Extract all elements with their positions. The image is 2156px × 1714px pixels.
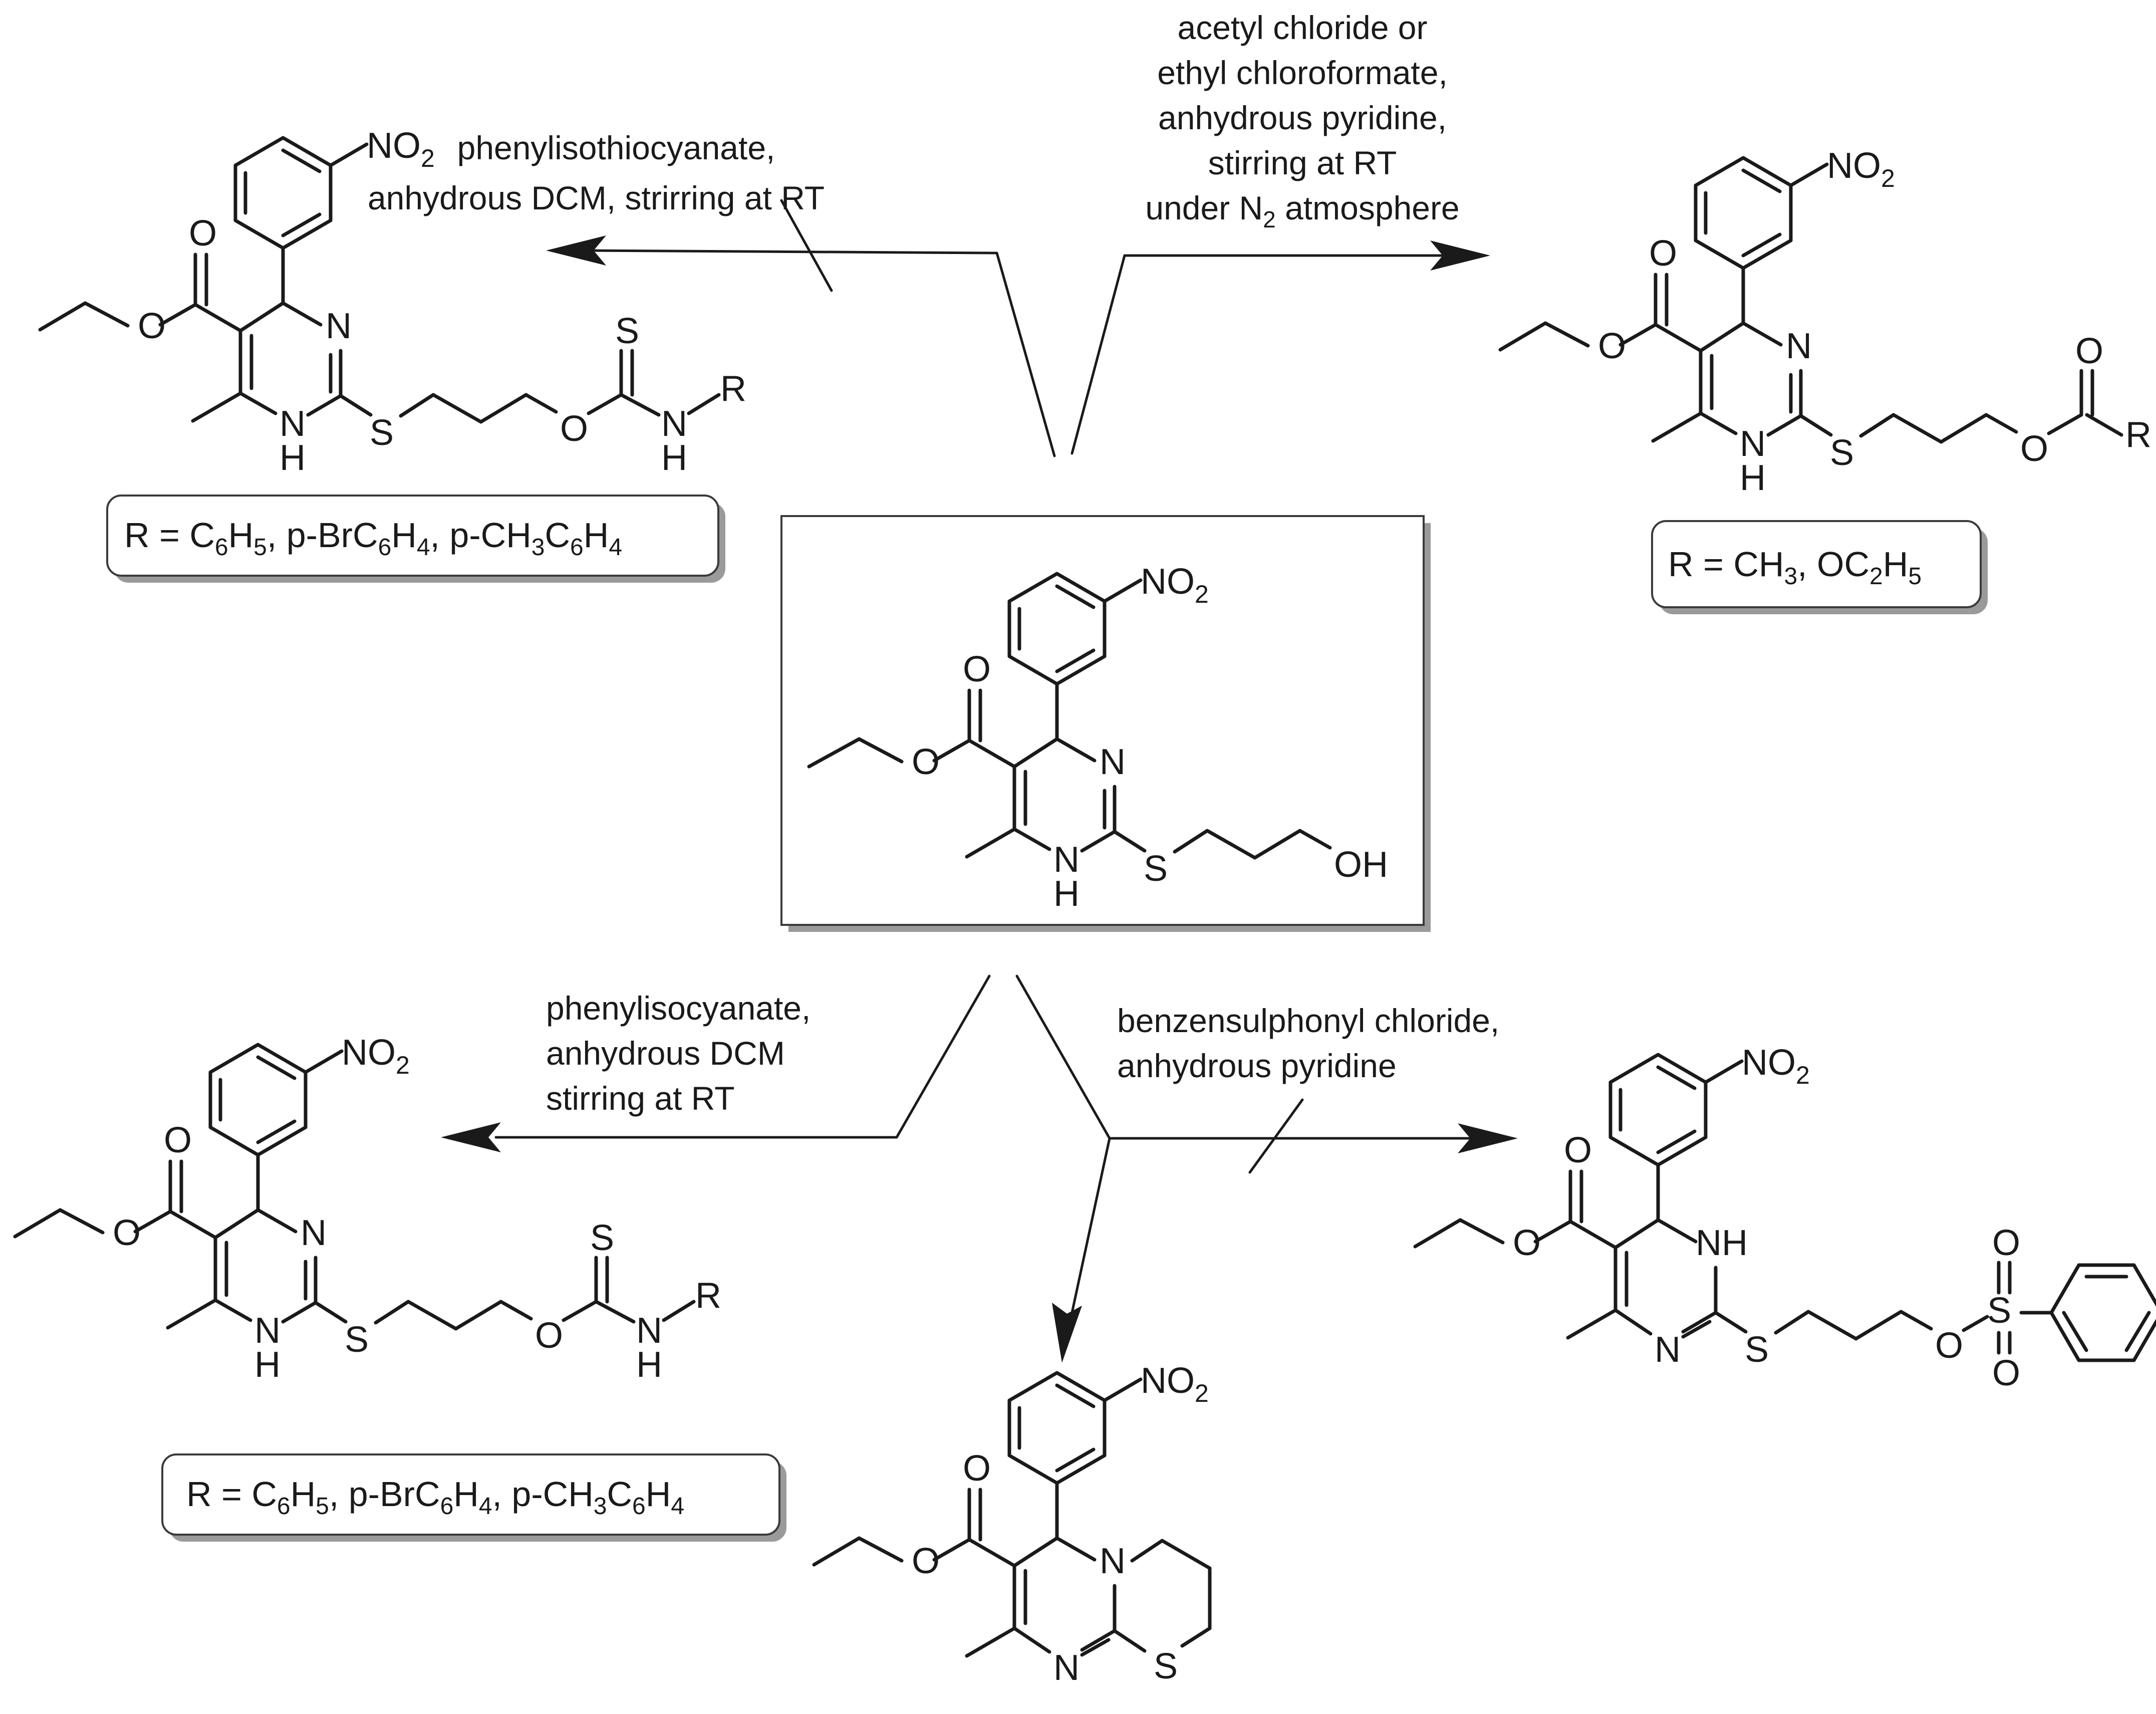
svg-text:S: S — [370, 413, 394, 453]
svg-text:stirring at RT: stirring at RT — [546, 1080, 735, 1117]
starting-material: NO2 N N H O O S OH — [807, 562, 1388, 914]
svg-text:O: O — [1564, 1130, 1592, 1170]
svg-text:ethyl chloroformate,: ethyl chloroformate, — [1157, 54, 1448, 91]
svg-text:O: O — [912, 1541, 940, 1581]
svg-text:O: O — [1992, 1353, 2020, 1393]
svg-text:anhydrous DCM, strirring at RT: anhydrous DCM, strirring at RT — [368, 179, 825, 216]
svg-text:O: O — [1992, 1223, 2020, 1263]
svg-text:anhydrous pyridine: anhydrous pyridine — [1117, 1047, 1397, 1084]
svg-text:O: O — [535, 1316, 563, 1356]
conditions-bottom-right: benzensulphonyl chloride, anhydrous pyri… — [1117, 1002, 1499, 1084]
svg-text:OH: OH — [1334, 845, 1388, 885]
svg-text:R: R — [720, 369, 746, 409]
r-group-box-bottom-left: R = C6H5, p-BrC6H4, p-CH3C6H4 — [161, 1453, 786, 1542]
svg-text:NH: NH — [1696, 1223, 1748, 1263]
arrow-top-left — [546, 199, 1056, 457]
arrow-top-right — [1070, 240, 1490, 455]
svg-text:N: N — [1100, 1541, 1126, 1581]
svg-text:O: O — [1598, 326, 1626, 366]
svg-text:N: N — [1100, 742, 1126, 782]
svg-text:O: O — [189, 213, 217, 254]
svg-text:N: N — [1740, 424, 1766, 464]
svg-text:anhydrous DCM: anhydrous DCM — [546, 1035, 785, 1072]
starting-material-box — [780, 515, 1431, 932]
svg-text:N: N — [661, 404, 687, 444]
conditions-top-right: acetyl chloride or ethyl chloroformate, … — [1145, 9, 1459, 232]
svg-text:NO2: NO2 — [1141, 562, 1209, 608]
svg-text:NO2: NO2 — [1742, 1043, 1810, 1089]
failed-cross — [780, 199, 833, 292]
svg-text:benzensulphonyl chloride,: benzensulphonyl chloride, — [1117, 1002, 1499, 1039]
svg-text:acetyl chloride or: acetyl chloride or — [1178, 9, 1428, 46]
svg-text:stirring at RT: stirring at RT — [1208, 144, 1397, 181]
svg-text:O: O — [1513, 1223, 1541, 1263]
svg-text:O: O — [963, 649, 991, 689]
svg-text:S: S — [1745, 1330, 1769, 1370]
product-bottom-left: NO2 N N H O O S O S N H R — [13, 1033, 721, 1385]
svg-text:phenylisothiocyanate,: phenylisothiocyanate, — [457, 129, 775, 166]
svg-text:R: R — [695, 1276, 721, 1316]
svg-text:H: H — [661, 438, 687, 478]
svg-text:NO2: NO2 — [342, 1033, 410, 1079]
svg-text:O: O — [560, 409, 588, 449]
svg-text:O: O — [912, 742, 940, 782]
svg-text:N: N — [1655, 1330, 1681, 1370]
product-bottom-center: NO2 N N O O S — [812, 1361, 1212, 1688]
svg-text:N: N — [326, 306, 352, 346]
svg-text:R = C6H5, p-BrC6H4, p-CH3C6H4: R = C6H5, p-BrC6H4, p-CH3C6H4 — [186, 1475, 684, 1520]
product-top-left: NO2 N N H O O S O S N H R — [38, 126, 746, 478]
svg-text:NO2: NO2 — [1141, 1361, 1209, 1407]
svg-text:S: S — [1144, 849, 1168, 889]
arrow-bottom-left — [441, 974, 991, 1152]
svg-text:O: O — [963, 1448, 991, 1489]
svg-text:O: O — [2075, 331, 2103, 371]
failed-cross — [1248, 1098, 1304, 1174]
product-top-right: NO2 N N H O O S O O R — [1498, 146, 2151, 498]
svg-text:NO2: NO2 — [1827, 146, 1895, 192]
svg-text:O: O — [1649, 233, 1677, 274]
svg-text:H: H — [636, 1345, 662, 1385]
svg-text:N: N — [1053, 1648, 1080, 1688]
svg-text:O: O — [1935, 1326, 1963, 1366]
svg-text:O: O — [113, 1213, 141, 1253]
svg-text:N: N — [301, 1213, 327, 1253]
svg-text:under N2 atmosphere: under N2 atmosphere — [1145, 189, 1459, 232]
svg-text:NO2: NO2 — [367, 126, 435, 172]
svg-text:S: S — [345, 1320, 369, 1360]
svg-text:N: N — [280, 404, 306, 444]
svg-text:O: O — [2020, 429, 2048, 469]
svg-text:N: N — [254, 1311, 281, 1351]
svg-text:anhydrous pyridine,: anhydrous pyridine, — [1158, 99, 1447, 136]
svg-text:H: H — [1740, 458, 1766, 498]
conditions-top-left: phenylisothiocyanate, anhydrous DCM, str… — [368, 129, 825, 216]
svg-text:S: S — [1830, 433, 1854, 473]
svg-text:S: S — [1154, 1646, 1178, 1686]
conditions-bottom-left: phenylisocyanate, anhydrous DCM stirring… — [546, 990, 811, 1117]
svg-text:S: S — [590, 1218, 614, 1258]
svg-text:H: H — [1053, 874, 1080, 914]
svg-text:S: S — [615, 311, 639, 351]
svg-text:O: O — [164, 1120, 192, 1160]
svg-text:O: O — [138, 306, 166, 346]
product-bottom-right: NO2 NH N O O S O S O O — [1413, 1043, 2156, 1393]
svg-text:R = C6H5, p-BrC6H4, p-CH3C6H4: R = C6H5, p-BrC6H4, p-CH3C6H4 — [124, 516, 622, 561]
svg-text:H: H — [254, 1345, 281, 1385]
svg-text:S: S — [1987, 1291, 2011, 1331]
svg-text:phenylisocyanate,: phenylisocyanate, — [546, 990, 811, 1027]
svg-text:H: H — [280, 438, 306, 478]
svg-text:N: N — [636, 1311, 662, 1351]
svg-text:R = CH3, OC2H5: R = CH3, OC2H5 — [1668, 545, 1922, 590]
svg-text:R: R — [2125, 415, 2151, 455]
r-group-box-top-right: R = CH3, OC2H5 — [1651, 520, 1988, 614]
arrow-bottom-center — [1052, 1137, 1111, 1363]
r-group-box-top-left: R = C6H5, p-BrC6H4, p-CH3C6H4 — [106, 495, 725, 583]
svg-text:N: N — [1786, 326, 1812, 366]
svg-text:N: N — [1053, 840, 1080, 880]
